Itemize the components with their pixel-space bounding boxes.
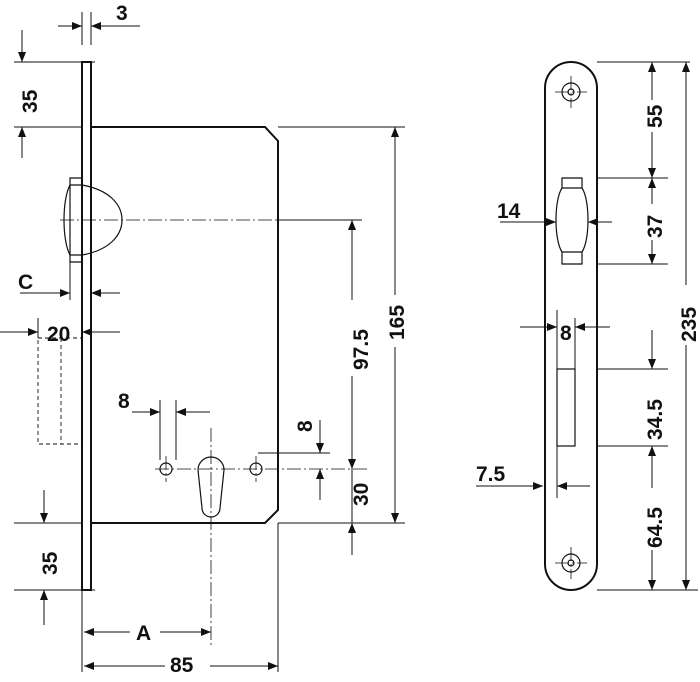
dim-34-5: 34.5 [644,399,667,440]
front-faceplate [544,61,598,591]
dim-235: 235 [678,307,700,342]
dim-55: 55 [644,104,667,128]
dim-bottom-35: 35 [39,551,62,575]
side-faceplate [81,61,92,591]
hidden-bolt-outline [37,337,83,445]
side-view: 3 35 C 20 35 [0,2,409,677]
dim-a: A [136,622,151,645]
front-view: 55 37 14 235 8 34.5 [476,61,700,591]
dim-cylinder-8: 8 [118,390,130,413]
dim-14: 14 [497,200,521,223]
dim-screw-8: 8 [294,420,317,432]
dim-faceplate-thickness: 3 [116,2,128,25]
dim-64-5: 64.5 [644,507,667,548]
lock-case [91,126,279,524]
dim-top-35: 35 [19,89,42,113]
dim-20: 20 [47,323,70,346]
dim-front-8: 8 [560,322,572,345]
dim-c: C [18,271,33,294]
dim-37: 37 [644,215,667,238]
dim-7-5: 7.5 [476,463,506,486]
front-bolt [556,368,576,447]
dim-165: 165 [386,305,409,340]
dim-85: 85 [170,654,194,677]
cylinder-hole [197,456,225,518]
dim-30: 30 [350,483,373,506]
dim-97-5: 97.5 [350,329,373,370]
front-latch [555,177,589,265]
